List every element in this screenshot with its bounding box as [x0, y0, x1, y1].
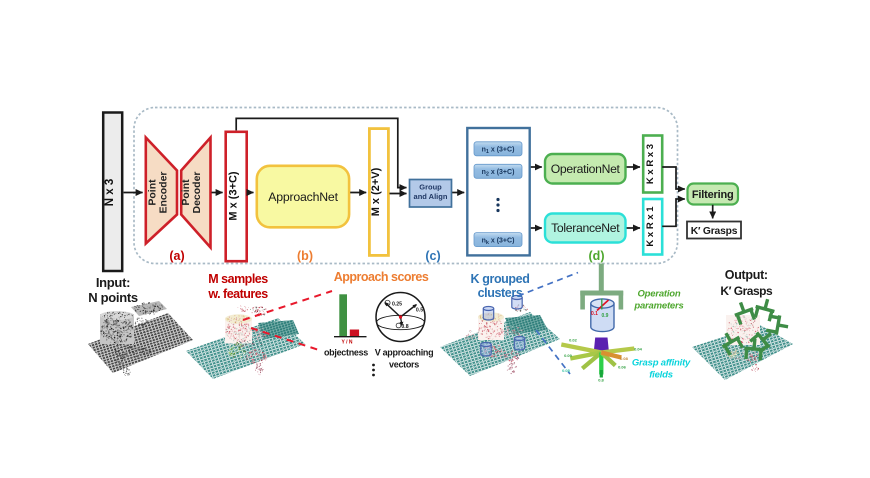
svg-text:0.8: 0.8 — [598, 378, 604, 383]
svg-text:clusters: clusters — [478, 286, 523, 300]
svg-text:0.06: 0.06 — [618, 365, 627, 370]
svg-text:ApproachNet: ApproachNet — [268, 190, 338, 204]
svg-text:Point: Point — [147, 179, 159, 206]
svg-text:Filtering: Filtering — [692, 189, 734, 201]
svg-text:n1 x (3+C): n1 x (3+C) — [482, 147, 515, 156]
svg-text:0.5: 0.5 — [416, 308, 423, 314]
svg-text:K′ Grasps: K′ Grasps — [691, 226, 738, 237]
svg-text:0.09: 0.09 — [564, 353, 573, 358]
svg-text:0.08: 0.08 — [620, 356, 629, 361]
svg-text:N x 3: N x 3 — [104, 179, 116, 207]
svg-text:0.04: 0.04 — [634, 347, 643, 352]
svg-text:Input:: Input: — [96, 275, 130, 290]
svg-text:Decoder: Decoder — [191, 171, 203, 213]
svg-text:OperationNet: OperationNet — [551, 162, 621, 176]
svg-text:Operation: Operation — [637, 289, 680, 300]
svg-text:nk x (3+C): nk x (3+C) — [482, 237, 515, 246]
svg-text:ToleranceNet: ToleranceNet — [551, 221, 620, 235]
svg-text:K′ Grasps: K′ Grasps — [720, 284, 773, 298]
svg-text:0.05: 0.05 — [562, 368, 571, 373]
svg-text:0.8: 0.8 — [401, 324, 408, 330]
svg-text:K grouped: K grouped — [471, 272, 530, 286]
svg-text:Point: Point — [180, 179, 192, 206]
svg-text:V approaching: V approaching — [375, 348, 434, 358]
svg-text:Output:: Output: — [725, 268, 768, 282]
svg-text:parameters: parameters — [633, 301, 683, 312]
svg-text:objectness: objectness — [324, 348, 368, 358]
svg-text:(b): (b) — [297, 249, 313, 263]
svg-text:Encoder: Encoder — [158, 171, 170, 213]
svg-text:fields: fields — [649, 370, 673, 381]
svg-text:M samples: M samples — [208, 272, 268, 286]
svg-text:0.9: 0.9 — [602, 313, 609, 319]
svg-text:K x R x 3: K x R x 3 — [645, 144, 656, 184]
svg-text:M x (3+C): M x (3+C) — [228, 171, 240, 221]
svg-text:M x (2+V): M x (2+V) — [370, 167, 382, 216]
svg-text:n2 x (3+C): n2 x (3+C) — [482, 169, 515, 178]
svg-text:and Align: and Align — [414, 192, 448, 201]
svg-text:Y / N: Y / N — [341, 340, 352, 346]
svg-text:vectors: vectors — [389, 360, 419, 370]
svg-text:Approach scores: Approach scores — [334, 270, 429, 284]
svg-text:Grasp affinity: Grasp affinity — [632, 358, 691, 369]
svg-text:N points: N points — [88, 290, 138, 305]
svg-text:K x R x 1: K x R x 1 — [645, 206, 656, 247]
svg-text:(a): (a) — [169, 249, 184, 263]
svg-text:Group: Group — [419, 183, 442, 192]
svg-text:0.02: 0.02 — [569, 338, 578, 343]
svg-text:0.1: 0.1 — [591, 311, 598, 317]
svg-text:w. features: w. features — [207, 287, 268, 301]
svg-text:(d): (d) — [589, 249, 605, 263]
svg-text:(c): (c) — [425, 249, 440, 263]
svg-text:0.25: 0.25 — [392, 301, 402, 307]
